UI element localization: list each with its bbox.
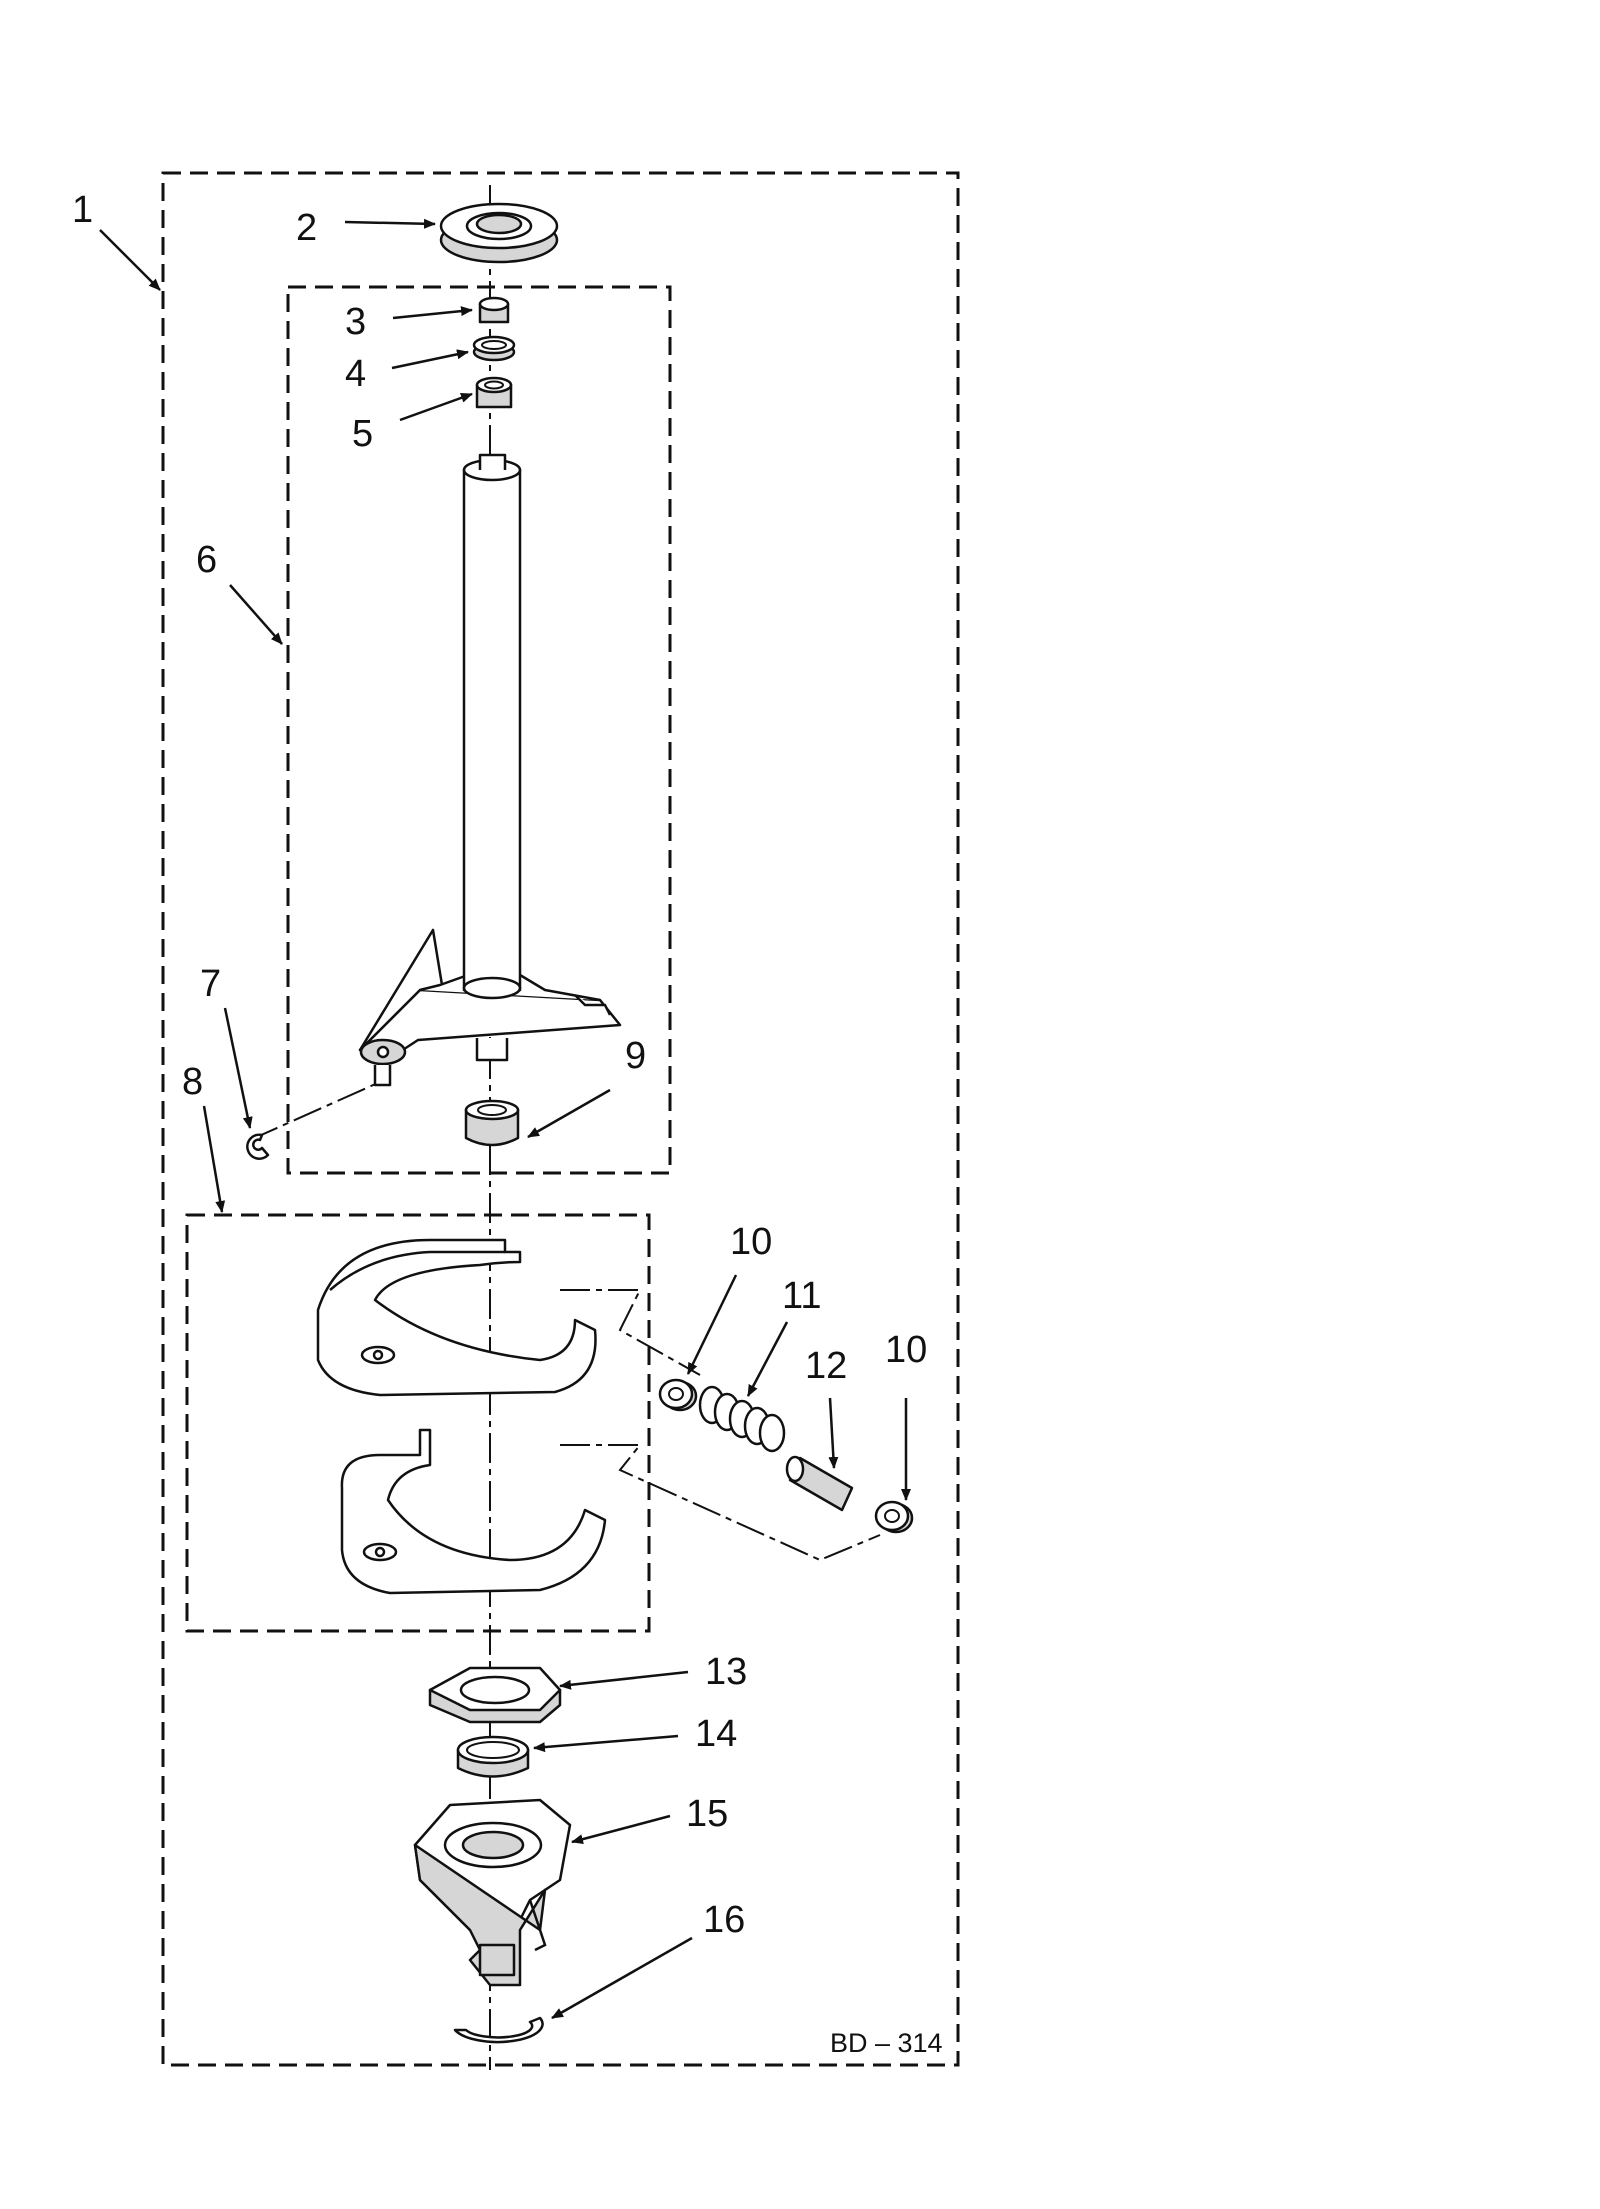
callout-3: 3 [345, 301, 366, 343]
part-13-plate [428, 1666, 562, 1724]
part-14-collar [456, 1735, 530, 1778]
callout-7: 7 [200, 963, 221, 1005]
diagram-code: BD – 314 [830, 2028, 943, 2058]
callout-5: 5 [352, 413, 373, 455]
part-16-ring [453, 2016, 544, 2044]
part-10-washer-left [658, 1378, 698, 1412]
part-6-shaft-assembly [249, 453, 622, 1141]
assembly-8-outline [185, 1213, 651, 1633]
part-9-bushing [464, 1099, 520, 1147]
part-10-washer-right [874, 1500, 914, 1534]
part-8-brake-shoes [316, 1238, 881, 1595]
assembly-1-outline [161, 171, 960, 2067]
part-12-pin [785, 1455, 854, 1512]
callout-12: 12 [805, 1345, 847, 1387]
part-11-spring [698, 1385, 786, 1453]
part-5-bushing [475, 376, 513, 409]
callout-16: 16 [703, 1899, 745, 1941]
callout-4: 4 [345, 353, 366, 395]
callout-13: 13 [705, 1651, 747, 1693]
callout-11: 11 [782, 1275, 821, 1317]
callout-1: 1 [72, 189, 93, 231]
callout-14: 14 [695, 1713, 737, 1755]
callout-10-left: 10 [730, 1221, 772, 1263]
part-4-ring [472, 335, 516, 362]
part-15-hub [413, 1798, 572, 1987]
part-2-seal [439, 202, 559, 264]
callout-8: 8 [182, 1061, 203, 1103]
callout-6: 6 [196, 539, 217, 581]
part-7-clip [246, 1133, 270, 1160]
callout-15: 15 [686, 1793, 728, 1835]
callout-9: 9 [625, 1035, 646, 1077]
leader-arrows [99, 218, 911, 2020]
part-3-bushing [478, 296, 510, 324]
callout-2: 2 [296, 207, 317, 249]
assembly-6-outline [286, 285, 672, 1175]
callout-10-right: 10 [885, 1329, 927, 1371]
